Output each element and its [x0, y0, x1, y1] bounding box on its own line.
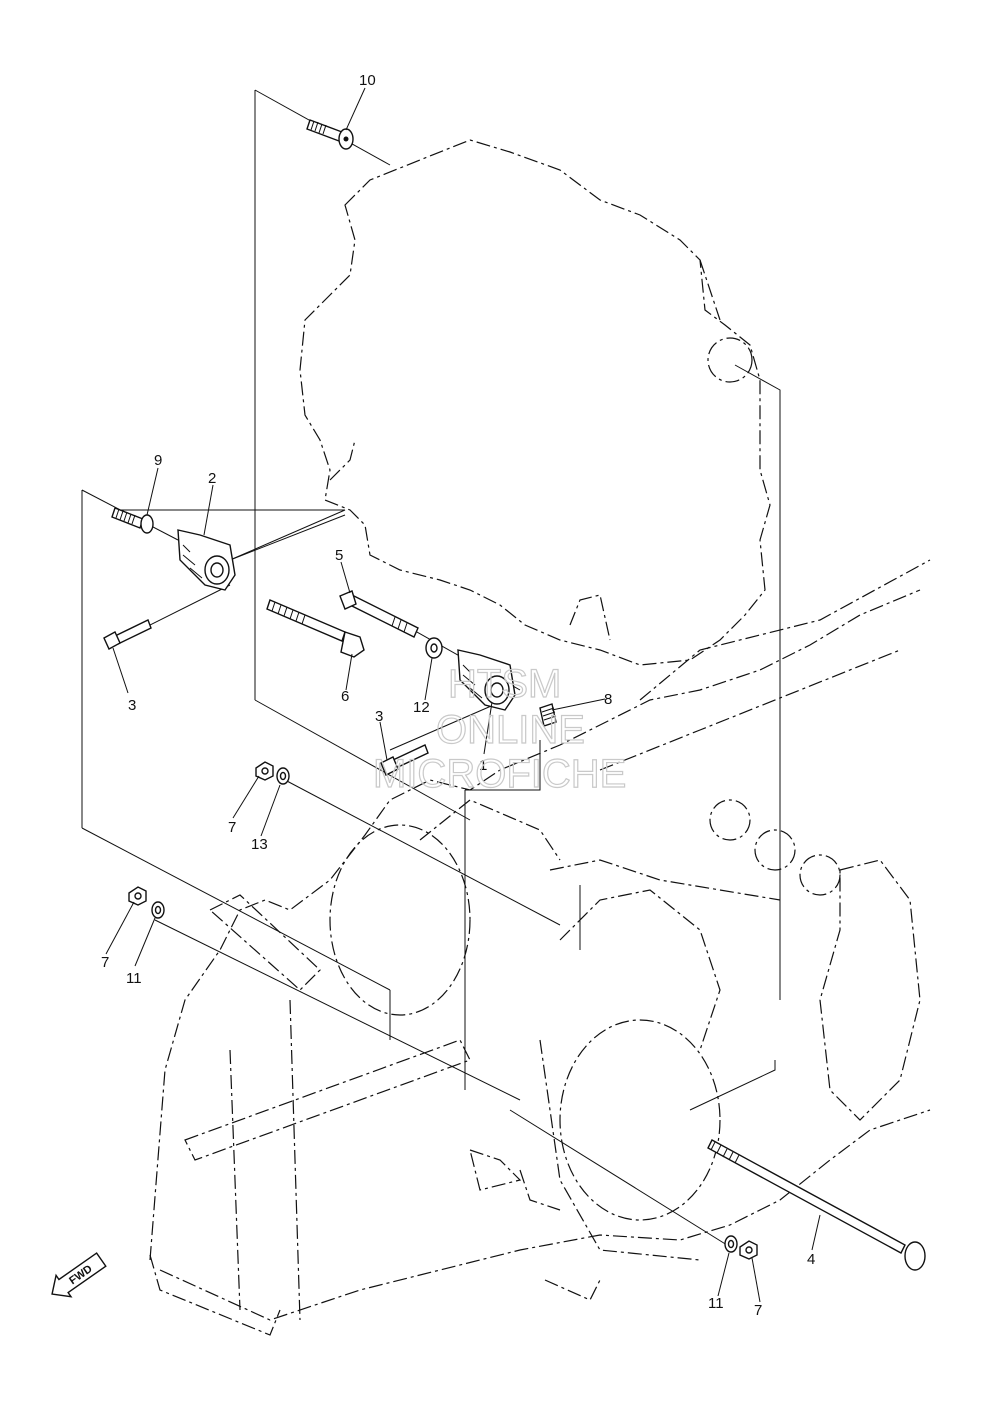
washer-11-left: [151, 901, 165, 919]
nut-7-middle: [128, 886, 147, 906]
callout-3-left: 3: [128, 697, 136, 714]
callout-3-middle: 3: [375, 708, 383, 725]
bolt-10: [306, 119, 354, 150]
callout-4: 4: [807, 1251, 815, 1268]
watermark-line-2: ONLINE: [436, 708, 585, 752]
callout-1: 1: [479, 757, 487, 774]
callout-12: 12: [413, 699, 430, 716]
washer-11-right: [724, 1235, 738, 1253]
fwd-arrow-badge: FWD: [51, 1252, 107, 1298]
callout-13: 13: [251, 836, 268, 853]
callout-5: 5: [335, 547, 343, 564]
through-bolt-4: [707, 1139, 926, 1271]
reference-lines: [81, 89, 781, 1251]
callout-10: 10: [359, 72, 376, 89]
nut-7-lower: [739, 1240, 758, 1260]
frame-outline: [149, 559, 931, 1336]
washer-13: [276, 767, 290, 785]
bolt-6: [266, 599, 365, 658]
watermark-line-3: MICROFICHE: [373, 752, 626, 796]
callout-2: 2: [208, 470, 216, 487]
bolt-5: [339, 590, 419, 638]
bolt-3-left: [103, 619, 152, 650]
stud-9: [111, 507, 154, 534]
callout-11-left: 11: [126, 970, 142, 987]
callout-11-right: 11: [708, 1295, 724, 1312]
engine-outline: [299, 139, 771, 666]
bracket-1: [457, 649, 516, 711]
bracket-2: [177, 529, 236, 591]
leader-lines: [105, 87, 821, 1303]
bolt-3-middle: [380, 744, 429, 776]
callout-7-middle: 7: [101, 954, 109, 971]
nut-7-upper: [255, 761, 274, 781]
callout-6: 6: [341, 688, 349, 705]
callout-7-lower: 7: [754, 1302, 762, 1319]
watermark-line-1: HTSM: [448, 662, 561, 706]
washer-12: [425, 637, 443, 659]
watermark: HTSM ONLINE MICROFICHE: [372, 661, 627, 796]
callout-8: 8: [604, 691, 612, 708]
callout-9: 9: [154, 452, 162, 469]
callout-labels: 10 9 2 5 3 6 12 8 3 1 7 13 7 11 4 11 7: [101, 72, 815, 1319]
callout-7-upper: 7: [228, 819, 236, 836]
